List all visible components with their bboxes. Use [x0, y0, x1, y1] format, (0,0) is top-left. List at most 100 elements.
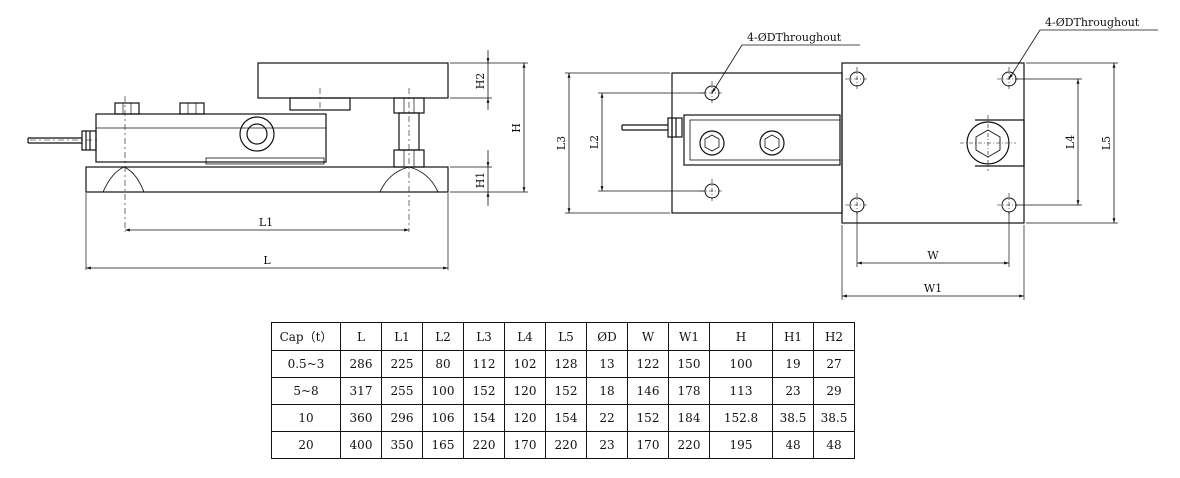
dim-label-l: L — [263, 254, 271, 267]
table-cell: 360 — [340, 404, 382, 432]
table-cell: 150 — [668, 350, 710, 378]
table-cell: 350 — [381, 431, 423, 459]
table-cell: 152 — [463, 377, 505, 405]
table-cell: 23 — [772, 377, 814, 405]
header-l2: L2 — [422, 322, 464, 351]
table-cell: 400 — [340, 431, 382, 459]
dim-label-l5: L5 — [1100, 136, 1113, 150]
table-cell: 19 — [772, 350, 814, 378]
dim-label-l2: L2 — [588, 135, 601, 149]
dim-label-l3: L3 — [555, 136, 568, 150]
cable — [27, 130, 97, 151]
header-l1: L1 — [381, 322, 423, 351]
table-cell: 122 — [627, 350, 669, 378]
top-view — [565, 29, 1158, 300]
header-diameter: ØD — [586, 322, 628, 351]
dim-label-h2: H2 — [474, 73, 487, 90]
table-cell: 29 — [813, 377, 855, 405]
table-cell: 152.8 — [709, 404, 773, 432]
header-w: W — [627, 322, 669, 351]
bolt-heads — [114, 102, 205, 115]
table-cell: 113 — [709, 377, 773, 405]
table-cell: 13 — [586, 350, 628, 378]
table-row: 20 400 350 165 220 170 220 23 170 220 19… — [271, 431, 855, 459]
top-cable — [621, 117, 683, 138]
technical-drawing: L1 L H H2 H1 — [27, 16, 1158, 300]
side-dimension-lines — [86, 50, 526, 270]
table-cell: 225 — [381, 350, 423, 378]
table-cell: 23 — [586, 431, 628, 459]
table-header-row: Cap（t） L L1 L2 L3 L4 L5 ØD W W1 H H1 H2 — [271, 322, 855, 351]
table-cell: 5~8 — [271, 377, 341, 405]
table-cell: 146 — [627, 377, 669, 405]
table-cell: 220 — [668, 431, 710, 459]
table-cell: 0.5~3 — [271, 350, 341, 378]
table-cell: 48 — [772, 431, 814, 459]
table-cell: 220 — [463, 431, 505, 459]
header-l4: L4 — [504, 322, 546, 351]
table-cell: 112 — [463, 350, 505, 378]
load-cell-body — [95, 113, 327, 165]
top-hex-bolts — [699, 130, 785, 156]
dim-label-w: W — [927, 249, 939, 262]
table-row: 0.5~3 286 225 80 112 102 128 13 122 150 … — [271, 350, 855, 378]
table-cell: 170 — [627, 431, 669, 459]
side-view — [27, 50, 528, 270]
header-h2: H2 — [813, 322, 855, 351]
hole-note-left: 4-ØDThroughout — [747, 31, 842, 44]
table-cell: 102 — [504, 350, 546, 378]
mounting-holes — [704, 71, 1017, 213]
table-cell: 18 — [586, 377, 628, 405]
table-cell: 100 — [709, 350, 773, 378]
hole-note-leaders — [711, 29, 1158, 94]
table-cell: 27 — [813, 350, 855, 378]
table-cell: 195 — [709, 431, 773, 459]
header-l3: L3 — [463, 322, 505, 351]
table-cell: 120 — [504, 377, 546, 405]
header-h: H — [709, 322, 773, 351]
table-cell: 255 — [381, 377, 423, 405]
table-cell: 80 — [422, 350, 464, 378]
hole-center-marks — [700, 67, 1021, 217]
hole-note-right: 4-ØDThroughout — [1045, 16, 1140, 29]
table-cell: 152 — [627, 404, 669, 432]
table-cell: 286 — [340, 350, 382, 378]
header-w1: W1 — [668, 322, 710, 351]
table-cell: 48 — [813, 431, 855, 459]
dim-label-h: H — [510, 123, 523, 133]
dim-label-w1: W1 — [924, 282, 942, 295]
table-cell: 120 — [504, 404, 546, 432]
top-extension-lines — [565, 62, 1118, 300]
top-plate — [257, 62, 449, 111]
left-base-plate — [671, 72, 843, 214]
table-cell: 184 — [668, 404, 710, 432]
table-cell: 128 — [545, 350, 587, 378]
table-row: 5~8 317 255 100 152 120 152 18 146 178 1… — [271, 377, 855, 405]
dim-label-h1: H1 — [474, 172, 487, 189]
dim-label-l1: L1 — [259, 216, 273, 229]
base-plate — [85, 166, 449, 193]
top-dimension-labels: 4-ØDThroughout 4-ØDThroughout L3 L2 L4 L… — [555, 16, 1140, 295]
spec-table: Cap（t） L L1 L2 L3 L4 L5 ØD W W1 H H1 H2 … — [271, 322, 855, 459]
table-cell: 178 — [668, 377, 710, 405]
table-cell: 165 — [422, 431, 464, 459]
table-row: 10 360 296 106 154 120 154 22 152 184 15… — [271, 404, 855, 432]
table-cell: 296 — [381, 404, 423, 432]
table-cell: 170 — [504, 431, 546, 459]
side-dimension-labels: L1 L H H2 H1 — [259, 73, 523, 267]
table-cell: 20 — [271, 431, 341, 459]
table-cell: 154 — [463, 404, 505, 432]
header-l5: L5 — [545, 322, 587, 351]
header-l: L — [340, 322, 382, 351]
top-load-cell — [683, 114, 841, 166]
table-cell: 38.5 — [772, 404, 814, 432]
table-cell: 10 — [271, 404, 341, 432]
center-lines — [30, 88, 410, 232]
table-cell: 100 — [422, 377, 464, 405]
table-cell: 38.5 — [813, 404, 855, 432]
table-cell: 154 — [545, 404, 587, 432]
header-cap: Cap（t） — [271, 322, 341, 351]
header-h1: H1 — [772, 322, 814, 351]
top-dimension-lines — [567, 63, 1116, 298]
table-cell: 22 — [586, 404, 628, 432]
